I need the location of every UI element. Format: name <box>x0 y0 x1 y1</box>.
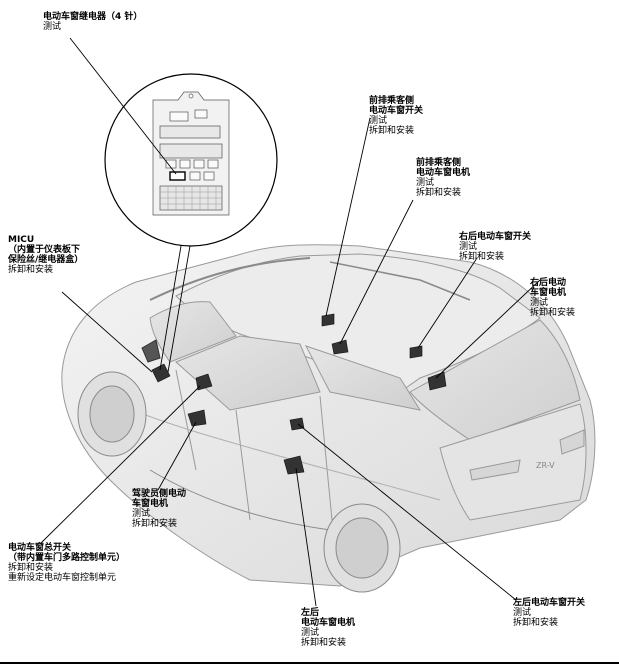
lr-switch-marker <box>289 417 305 431</box>
callout-driver-motor-line-3: 拆卸和安装 <box>132 519 178 529</box>
callout-rr-motor-line-1: 车窗电机 <box>530 288 567 298</box>
callout-micu-line-3: 拆卸和安装 <box>8 265 54 275</box>
callout-lr-switch-line-2: 拆卸和安装 <box>513 618 559 628</box>
callout-front-pass-switch-line-2: 测试 <box>369 116 388 126</box>
suv-illustration: ZR-V <box>61 244 596 593</box>
callout-master-switch-title: 电动车窗总开关 <box>8 543 72 553</box>
callout-lr-switch-line-1: 测试 <box>513 608 532 618</box>
callout-lr-motor-title: 左后 <box>301 608 320 618</box>
callout-micu-line-2: 保险丝/继电器盒） <box>8 255 84 265</box>
callout-rr-motor: 右后电动 车窗电机 测试 拆卸和安装 <box>530 278 575 318</box>
callout-front-pass-switch-line-1: 电动车窗开关 <box>369 106 424 116</box>
callout-front-pass-switch-line-3: 拆卸和安装 <box>369 126 415 136</box>
callout-master-switch-line-1: （带内置车门多路控制单元） <box>8 553 126 563</box>
callout-relay: 电动车窗继电器（4 针） 测试 <box>43 12 142 32</box>
callout-rr-switch-line-2: 拆卸和安装 <box>459 252 505 262</box>
callout-driver-motor-line-2: 测试 <box>132 509 151 519</box>
driver-motor-marker <box>187 409 207 427</box>
leader-lines <box>39 37 541 607</box>
callout-micu-line-1: （内置于仪表板下 <box>8 245 81 255</box>
callout-driver-motor: 驾驶员侧电动 车窗电机 测试 拆卸和安装 <box>132 489 186 529</box>
callout-master-switch-line-2: 拆卸和安装 <box>8 563 54 573</box>
callout-rr-switch: 右后电动车窗开关 测试 拆卸和安装 <box>459 232 531 262</box>
callout-rr-motor-line-2: 测试 <box>530 298 549 308</box>
callout-micu: MICU （内置于仪表板下 保险丝/继电器盒） 拆卸和安装 <box>8 235 83 275</box>
front-pass-switch-marker <box>321 313 335 327</box>
bottom-rule <box>0 662 619 664</box>
callout-lr-motor-line-3: 拆卸和安装 <box>301 638 347 648</box>
callout-lr-switch-title: 左后电动车窗开关 <box>513 598 586 608</box>
callout-lr-motor-line-2: 测试 <box>301 628 320 638</box>
callout-front-pass-motor-line-1: 电动车窗电机 <box>416 168 471 178</box>
callout-front-pass-switch-title: 前排乘客侧 <box>369 96 415 106</box>
callout-front-pass-switch: 前排乘客侧 电动车窗开关 测试 拆卸和安装 <box>369 96 423 136</box>
callout-driver-motor-line-1: 车窗电机 <box>132 499 169 509</box>
svg-text:ZR-V: ZR-V <box>536 461 555 470</box>
callout-master-switch: 电动车窗总开关 （带内置车门多路控制单元） 拆卸和安装 重新设定电动车窗控制单元 <box>8 543 125 583</box>
rr-switch-marker <box>409 345 423 359</box>
callout-relay-title: 电动车窗继电器（4 针） <box>43 12 143 22</box>
micu-marker <box>151 363 171 383</box>
callout-front-pass-motor-line-2: 测试 <box>416 178 435 188</box>
callout-relay-line-1: 测试 <box>43 22 62 32</box>
rr-motor-marker <box>427 371 447 391</box>
callout-lr-motor: 左后 电动车窗电机 测试 拆卸和安装 <box>301 608 355 648</box>
callout-front-pass-motor: 前排乘客侧 电动车窗电机 测试 拆卸和安装 <box>416 158 470 198</box>
callout-front-pass-motor-title: 前排乘客侧 <box>416 158 462 168</box>
callout-front-pass-motor-line-3: 拆卸和安装 <box>416 188 462 198</box>
callout-micu-title: MICU <box>8 235 35 245</box>
relay-box-magnifier <box>104 73 278 247</box>
lr-motor-marker <box>283 455 305 475</box>
callout-driver-motor-title: 驾驶员侧电动 <box>132 489 187 499</box>
callout-rr-motor-title: 右后电动 <box>530 278 567 288</box>
callout-rr-switch-line-1: 测试 <box>459 242 478 252</box>
callout-rr-motor-line-3: 拆卸和安装 <box>530 308 576 318</box>
callout-master-switch-line-3: 重新设定电动车窗控制单元 <box>8 573 117 583</box>
callout-lr-switch: 左后电动车窗开关 测试 拆卸和安装 <box>513 598 585 628</box>
callout-rr-switch-title: 右后电动车窗开关 <box>459 232 532 242</box>
callout-lr-motor-line-1: 电动车窗电机 <box>301 618 356 628</box>
